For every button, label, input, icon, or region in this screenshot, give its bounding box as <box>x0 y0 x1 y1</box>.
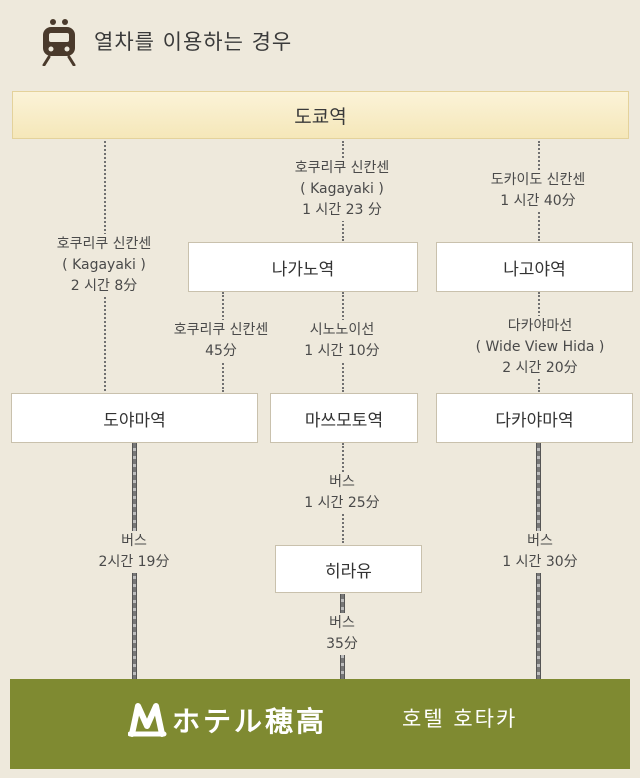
station-takayama: 다카야마역 <box>436 393 633 443</box>
route-label-nagano-matsumoto: 시노노이선 1 시간 10分 <box>290 320 394 362</box>
route-label-nagoya-takayama: 다카야마선 ( Wide View Hida ) 2 시간 20分 <box>448 316 632 379</box>
station-toyama: 도야마역 <box>11 393 258 443</box>
hotel-name-korean: 호텔 호타카 <box>402 707 518 731</box>
route-label-tokyo-toyama: 호쿠리쿠 신칸센 ( Kagayaki ) 2 시간 8分 <box>14 234 194 297</box>
train-icon <box>42 19 76 66</box>
station-tokyo: 도쿄역 <box>12 91 629 139</box>
station-hirayu: 히라유 <box>275 545 422 593</box>
hotel-logo <box>128 703 167 737</box>
route-label-takayama-hotel: 버스 1 시간 30分 <box>478 531 602 573</box>
page-title: 열차를 이용하는 경우 <box>94 30 293 54</box>
route-label-tokyo-nagoya: 도카이도 신칸센 1 시간 40分 <box>448 170 628 212</box>
route-label-tokyo-nagano: 호쿠리쿠 신칸센 ( Kagayaki ) 1 시간 23 分 <box>232 158 452 221</box>
route-label-nagano-toyama: 호쿠리쿠 신칸센 45分 <box>146 320 296 362</box>
route-label-toyama-hotel: 버스 2시간 19分 <box>74 531 194 573</box>
hotel-footer <box>10 679 630 769</box>
station-matsumoto: 마쓰모토역 <box>270 393 418 443</box>
route-label-matsumoto-hirayu: 버스 1 시간 25分 <box>282 472 402 514</box>
station-nagoya: 나고야역 <box>436 242 633 292</box>
station-nagano: 나가노역 <box>188 242 418 292</box>
hotel-logo-text: ホテル穂高 <box>172 705 328 738</box>
route-label-hirayu-hotel: 버스 35分 <box>302 613 382 655</box>
